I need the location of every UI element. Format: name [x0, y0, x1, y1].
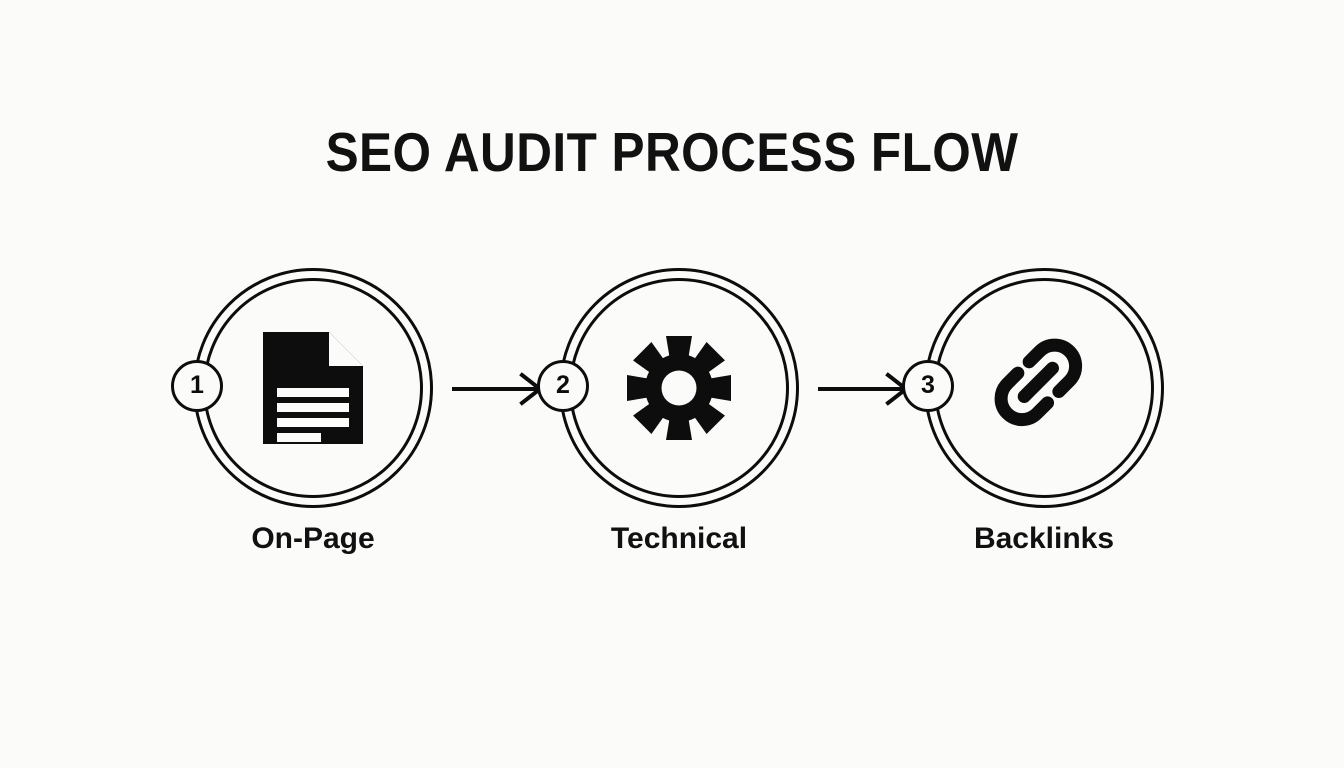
- step-label: Technical: [610, 522, 748, 555]
- step-number: 3: [921, 370, 935, 399]
- document-icon: [253, 328, 373, 448]
- step-number: 2: [556, 370, 570, 399]
- flow-step-backlinks[interactable]: 3 Backlinks: [902, 268, 1164, 608]
- step-number-badge: 3: [902, 360, 954, 412]
- step-circle: 3: [902, 268, 1164, 508]
- gear-icon: [619, 328, 739, 448]
- page-title: SEO AUDIT PROCESS FLOW: [325, 121, 1019, 183]
- flow-step-technical[interactable]: 2 Technical: [537, 268, 799, 608]
- process-flow: 1 On-Page: [0, 268, 1344, 608]
- step-label: On-Page: [251, 522, 375, 555]
- arrow-right-icon: [452, 372, 547, 406]
- flow-step-on-page[interactable]: 1 On-Page: [171, 268, 433, 608]
- arrow-right-icon: [818, 372, 913, 406]
- step-label: Backlinks: [973, 522, 1115, 555]
- link-icon: [984, 328, 1104, 448]
- step-number: 1: [190, 370, 204, 399]
- step-circle: 1: [171, 268, 433, 508]
- step-number-badge: 1: [171, 360, 223, 412]
- step-number-badge: 2: [537, 360, 589, 412]
- step-circle: 2: [537, 268, 799, 508]
